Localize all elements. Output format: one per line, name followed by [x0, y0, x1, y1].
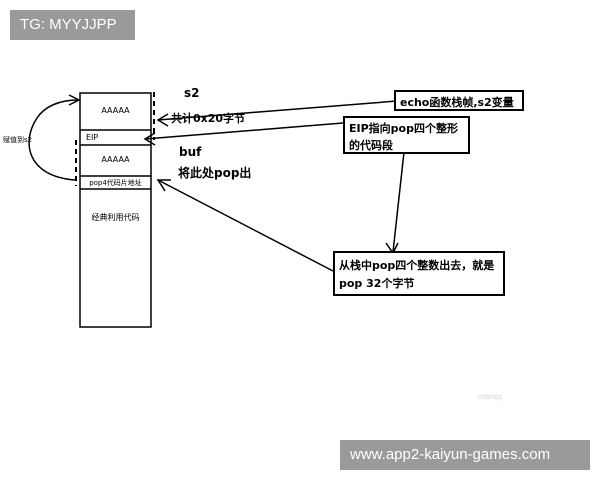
- cell-aaaaa-buf: AAAAA: [101, 155, 130, 164]
- callout-echo-frame: echo函数栈帧,s2变量: [394, 90, 524, 111]
- cell-aaaaa-top: AAAAA: [101, 106, 130, 115]
- echo-frame-arrow: [157, 100, 398, 121]
- callout-pop-line2: pop 32个字节: [339, 277, 415, 290]
- bottom-watermark: www.app2-kaiyun-games.com: [340, 440, 590, 470]
- assign-to-s2-arrow: [28, 99, 79, 181]
- label-assign-to-s2: 赋值到s2: [3, 136, 33, 144]
- label-size-0x20: 共计0x20字节: [171, 112, 246, 125]
- callout-eip-line1: EIP指向pop四个整形: [349, 122, 458, 135]
- callout-pop-stack: 从栈中pop四个整数出去，就是 pop 32个字节: [333, 251, 505, 296]
- label-s2: s2: [184, 86, 200, 100]
- label-buf: buf: [179, 145, 202, 159]
- cell-eip: EIP: [86, 133, 99, 142]
- callout-echo-frame-text: echo函数栈帧,s2变量: [400, 96, 514, 109]
- pop-stack-arrow: [157, 179, 334, 272]
- faint-watermark: cnblogs: [478, 394, 503, 401]
- callout-pop-line1: 从栈中pop四个整数出去，就是: [339, 259, 495, 272]
- stack-frame: [79, 92, 152, 328]
- cell-exploit-code: 经典利用代码: [91, 213, 140, 222]
- callout-eip-line2: 的代码段: [349, 139, 393, 152]
- top-watermark: TG: MYYJJPP: [10, 10, 135, 40]
- eip-to-pop-arrow: [392, 151, 405, 253]
- cell-pop4-address: pop4代码片地址: [89, 179, 142, 187]
- label-pop-here: 将此处pop出: [178, 166, 252, 180]
- callout-eip-points: EIP指向pop四个整形 的代码段: [343, 116, 470, 154]
- eip-callout-arrow: [144, 122, 344, 140]
